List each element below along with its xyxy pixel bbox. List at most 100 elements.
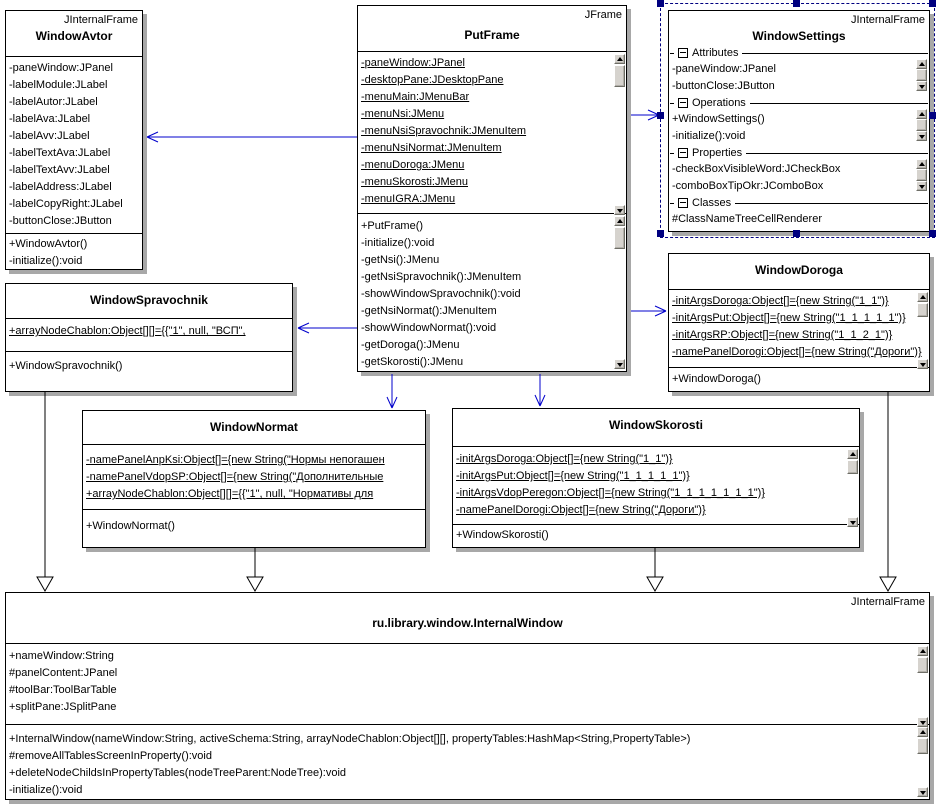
uml-property[interactable]: -checkBoxVisibleWord:JCheckBox — [672, 163, 841, 175]
scrollbar-thumb[interactable] — [917, 738, 928, 754]
scrollbar-thumb[interactable] — [614, 65, 625, 87]
selection-handle[interactable] — [657, 112, 664, 119]
scrollbar-thumb[interactable] — [917, 303, 928, 317]
uml-operation[interactable]: -getSkorosti():JMenu — [361, 356, 464, 368]
class-name[interactable]: WindowAvtor — [35, 29, 113, 43]
uml-property[interactable]: -comboBoxTipOkr:JComboBox — [672, 180, 824, 192]
uml-attribute[interactable]: +splitPane:JSplitPane — [9, 701, 117, 713]
scrollbar[interactable] — [614, 54, 625, 215]
scrollbar-thumb[interactable] — [614, 227, 625, 249]
association-putframe-to-windowspravochnik[interactable] — [297, 322, 357, 334]
association-putframe-to-windowsettings[interactable] — [631, 109, 660, 121]
class-window-avtor[interactable]: JInternalFrame WindowAvtor -paneWindow:J… — [5, 10, 143, 270]
uml-attribute[interactable]: -paneWindow:JPanel — [672, 63, 776, 75]
scrollbar-up-button[interactable] — [916, 109, 927, 119]
selection-handle[interactable] — [657, 0, 664, 7]
uml-operation[interactable]: +WindowDoroga() — [672, 373, 761, 385]
uml-attribute[interactable]: -menuDoroga:JMenu — [361, 159, 465, 171]
scrollbar-down-button[interactable] — [917, 359, 928, 369]
uml-attribute[interactable]: -desktopPane:JDesktopPane — [361, 74, 504, 86]
class-internal-window[interactable]: JInternalFrame ru.library.window.Interna… — [5, 592, 930, 800]
uml-operation[interactable]: +WindowAvtor() — [9, 238, 88, 250]
uml-attribute[interactable]: -initArgsPut:Object[]={new String("1_1_1… — [456, 470, 690, 482]
scrollbar-up-button[interactable] — [916, 159, 927, 169]
scrollbar[interactable] — [614, 216, 625, 369]
uml-attribute[interactable]: -initArgsDoroga:Object[]={new String("1_… — [672, 295, 889, 307]
class-window-spravochnik[interactable]: WindowSpravochnik +arrayNodeChablon:Obje… — [5, 283, 293, 392]
association-putframe-to-windowdoroga[interactable] — [631, 305, 667, 317]
class-name[interactable]: WindowSettings — [752, 29, 846, 43]
uml-operation[interactable]: -getNsiNormat():JMenuItem — [361, 305, 497, 317]
uml-operation[interactable]: -getDoroga():JMenu — [361, 339, 460, 351]
scrollbar-down-button[interactable] — [614, 205, 625, 215]
uml-attribute[interactable]: -paneWindow:JPanel — [9, 62, 113, 74]
uml-operation[interactable]: -showWindowSpravochnik():void — [361, 288, 521, 300]
scrollbar-down-button[interactable] — [917, 717, 928, 727]
uml-attribute[interactable]: -menuNsiSpravochnik:JMenuItem — [361, 125, 527, 137]
uml-attribute[interactable]: -menuMain:JMenuBar — [361, 91, 470, 103]
selection-handle[interactable] — [929, 112, 936, 119]
scrollbar-down-button[interactable] — [614, 359, 625, 369]
scrollbar[interactable] — [916, 59, 927, 91]
scrollbar[interactable] — [917, 646, 928, 727]
scrollbar-down-button[interactable] — [847, 517, 858, 527]
scrollbar-thumb[interactable] — [916, 119, 927, 131]
scrollbar[interactable] — [847, 449, 858, 527]
scrollbar-thumb[interactable] — [847, 460, 858, 474]
uml-operation[interactable]: -getNsiSpravochnik():JMenuItem — [361, 271, 522, 283]
uml-attribute[interactable]: -initArgsDoroga:Object[]={new String("1_… — [456, 453, 673, 465]
scrollbar[interactable] — [916, 159, 927, 191]
uml-operation[interactable]: +WindowSettings() — [672, 113, 765, 125]
scrollbar-up-button[interactable] — [847, 449, 858, 459]
uml-operation[interactable]: -initialize():void — [9, 255, 83, 267]
collapse-icon[interactable] — [678, 198, 688, 208]
uml-attribute[interactable]: +arrayNodeChablon:Object[][]={{"1", null… — [86, 488, 374, 500]
scrollbar-down-button[interactable] — [916, 181, 927, 191]
scrollbar[interactable] — [916, 109, 927, 141]
selection-handle[interactable] — [929, 0, 936, 7]
class-name[interactable]: WindowDoroga — [755, 263, 843, 277]
scrollbar[interactable] — [917, 292, 928, 369]
uml-attribute[interactable]: -labelTextAvv:JLabel — [9, 164, 110, 176]
uml-attribute[interactable]: -menuSkorosti:JMenu — [361, 176, 468, 188]
uml-attribute[interactable]: -initArgsRP:Object[]={new String("1_1_2_… — [672, 329, 893, 341]
uml-attribute[interactable]: -labelAutor:JLabel — [9, 96, 98, 108]
class-window-settings[interactable]: JInternalFrame WindowSettings Attributes… — [668, 10, 930, 232]
selection-handle[interactable] — [793, 0, 800, 7]
uml-attribute[interactable]: -labelTextAva:JLabel — [9, 147, 111, 159]
collapse-icon[interactable] — [678, 98, 688, 108]
scrollbar[interactable] — [917, 727, 928, 797]
uml-attribute[interactable]: -buttonClose:JButton — [9, 215, 112, 227]
class-window-skorosti[interactable]: WindowSkorosti -initArgsDoroga:Object[]=… — [452, 408, 860, 548]
uml-attribute[interactable]: -namePanelAnpKsi:Object[]={new String("Н… — [86, 454, 385, 466]
class-name[interactable]: ru.library.window.InternalWindow — [372, 616, 563, 630]
uml-attribute[interactable]: -labelAva:JLabel — [9, 113, 91, 125]
uml-operation[interactable]: +InternalWindow(nameWindow:String, activ… — [9, 733, 691, 745]
scrollbar-thumb[interactable] — [916, 169, 927, 181]
uml-attribute[interactable]: -labelAddress:JLabel — [9, 181, 112, 193]
uml-operation[interactable]: +WindowNormat() — [86, 520, 175, 532]
uml-inner-class[interactable]: #ClassNameTreeCellRenderer — [672, 213, 822, 225]
uml-attribute[interactable]: -initArgsVdopPeregon:Object[]={new Strin… — [456, 487, 765, 499]
uml-operation[interactable]: -initialize():void — [672, 130, 746, 142]
association-putframe-to-windowskorosti[interactable] — [534, 374, 546, 407]
class-name[interactable]: PutFrame — [464, 28, 520, 42]
uml-attribute[interactable]: +arrayNodeChablon:Object[][]={{"1", null… — [9, 325, 246, 337]
uml-attribute[interactable]: -menuNsiNormat:JMenuItem — [361, 142, 502, 154]
collapse-icon[interactable] — [678, 148, 688, 158]
uml-operation[interactable]: +WindowSpravochnik() — [9, 360, 123, 372]
uml-operation[interactable]: -showWindowNormat():void — [361, 322, 497, 334]
selection-handle[interactable] — [657, 230, 664, 237]
uml-attribute[interactable]: -menuIGRA:JMenu — [361, 193, 456, 205]
scrollbar-up-button[interactable] — [614, 216, 625, 226]
class-name[interactable]: WindowNormat — [210, 420, 298, 434]
scrollbar-up-button[interactable] — [917, 727, 928, 737]
class-name[interactable]: WindowSpravochnik — [90, 293, 208, 307]
scrollbar-up-button[interactable] — [917, 292, 928, 302]
selection-handle[interactable] — [793, 230, 800, 237]
selection-handle[interactable] — [929, 230, 936, 237]
uml-attribute[interactable]: #toolBar:ToolBarTable — [9, 684, 117, 696]
uml-attribute[interactable]: -menuNsi:JMenu — [361, 108, 445, 120]
uml-operation[interactable]: #removeAllTablesScreenInProperty():void — [9, 750, 212, 762]
scrollbar-down-button[interactable] — [916, 131, 927, 141]
